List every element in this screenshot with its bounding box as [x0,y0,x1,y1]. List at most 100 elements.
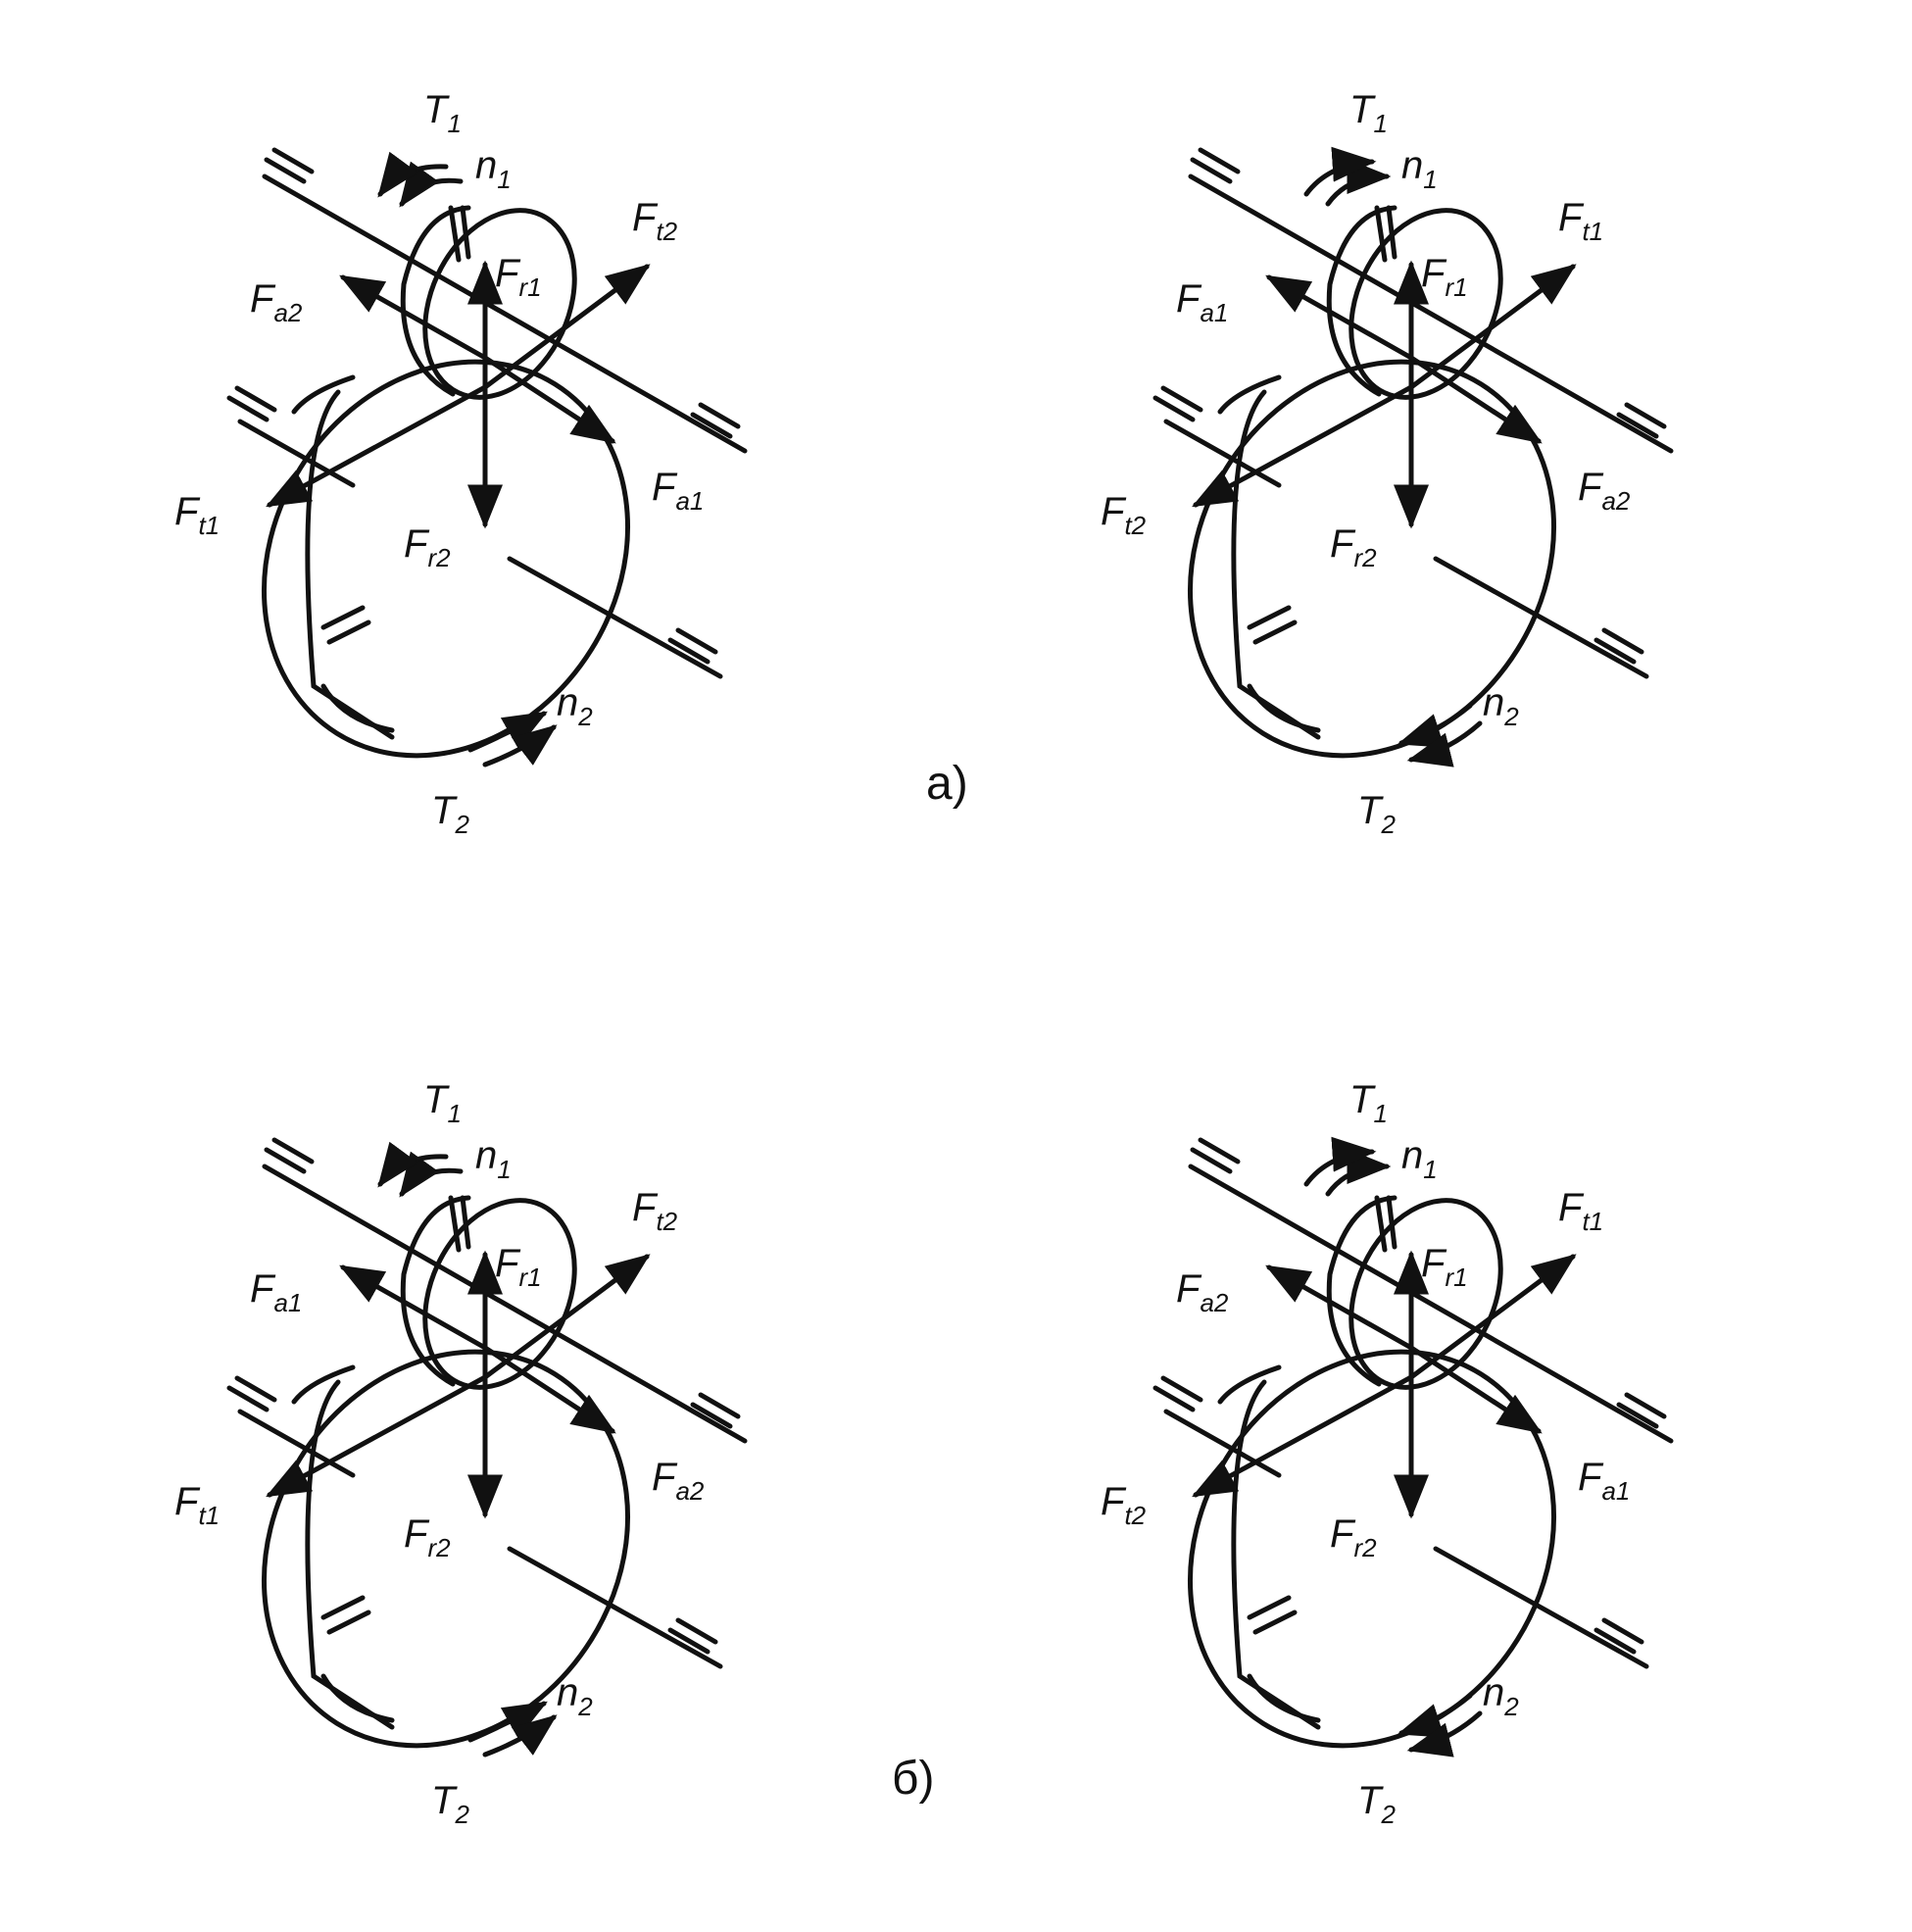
label-fr1: Fr1 [495,1242,542,1292]
pinion-tooth [448,1195,462,1253]
label-fa-left: Fa2 [1176,1267,1229,1317]
bearing-icon [1616,402,1667,439]
rotation-n1-arrow [399,161,464,208]
gear-pinion-1 [400,1195,577,1390]
force-fa-right-arrow [1408,1345,1543,1434]
bearing-icon [1593,1617,1644,1655]
rotation-t1-arrow [377,151,449,198]
pinion-back-edge [400,1195,471,1387]
pinion-tooth [460,205,471,260]
label-fr2: Fr2 [404,1512,451,1562]
label-fa-left: Fa2 [250,277,303,327]
label-ft-down: Ft2 [1101,490,1147,540]
label-n1: n1 [1401,144,1438,194]
rotation-t2-arrow [1406,1710,1483,1758]
rotation-n1-arrow [1325,1149,1392,1197]
gear-shaft-right [1433,1546,1649,1669]
gear-shaft-right [507,1546,723,1669]
label-fa-left: Fa1 [1176,277,1228,327]
label-fr1: Fr1 [495,252,542,302]
pinion-tooth [448,205,462,263]
gear-pinion-1 [1326,1195,1503,1390]
label-ft-up: Ft1 [1558,1186,1603,1236]
pinion-front-face [1348,1198,1503,1390]
label-fr2: Fr2 [1330,522,1377,572]
label-t2: T2 [1357,1779,1396,1829]
label-t1: T1 [423,1078,462,1128]
gear-shaft-left [1163,419,1282,488]
force-ft-down-arrow [1192,1374,1414,1498]
gear-shaft-left [237,419,356,488]
gear-2-front-face [262,359,630,759]
rotation-t2-arrow [1406,720,1483,768]
gear-2-tooth [326,619,371,645]
bearing-icon [1190,147,1241,184]
bearing-icon [667,627,718,665]
pinion-back-edge [1326,1195,1397,1387]
gear-2-tooth [320,605,366,630]
pinion-shaft [1188,1164,1674,1444]
bearing-icon [690,1392,741,1429]
gear-shaft-left [237,1409,356,1478]
label-fa-right: Fa2 [1578,466,1631,516]
force-fa-right-arrow [482,355,616,444]
gear-2-tooth [326,1610,371,1635]
force-ft-down-arrow [266,384,488,508]
pinion-back-edge [1326,205,1397,397]
label-fa-left: Fa1 [250,1267,302,1317]
caption-a: a) [926,758,968,810]
label-t1: T1 [1349,88,1388,138]
gear-2-tooth [1252,619,1298,645]
label-ft-up: Ft2 [632,1186,678,1236]
gear-pinion-1 [400,205,577,400]
rotation-t2-arrow [482,1714,558,1758]
rotation-n1-arrow [1325,159,1392,207]
force-ft-down-arrow [1192,384,1414,508]
bearing-icon [226,385,277,422]
label-n1: n1 [1401,1134,1438,1184]
rotation-n2-arrow [467,1701,548,1743]
force-ft-up-arrow [1408,1254,1577,1380]
pinion-tooth [1374,1195,1388,1253]
force-fa-right-arrow [1408,355,1543,444]
label-fr1: Fr1 [1421,252,1468,302]
label-t1: T1 [1349,1078,1388,1128]
label-n2: n2 [557,1671,593,1721]
bearing-icon [264,1137,315,1174]
bearing-icon [1593,627,1644,665]
pinion-tooth [1386,1195,1397,1250]
label-ft-down: Ft1 [174,1480,220,1530]
label-fa-right: Fa1 [652,466,704,516]
force-fa-left-arrow [1265,274,1414,361]
gear-2-front-face [1188,1349,1556,1749]
pinion-tooth [1374,205,1388,263]
force-fa-right-arrow [482,1345,616,1434]
caption-b: б) [892,1753,934,1805]
label-n2: n2 [1483,681,1519,731]
bearing-icon [1190,1137,1241,1174]
gear-shaft-left [1163,1409,1282,1478]
pinion-tooth [460,1195,471,1250]
gear-2-front-face [262,1349,630,1749]
label-t2: T2 [1357,789,1396,839]
label-ft-down: Ft1 [174,490,220,540]
bearing-icon [264,147,315,184]
rotation-t1-arrow [1303,146,1377,197]
label-n2: n2 [557,681,593,731]
force-ft-down-arrow [266,1374,488,1498]
rotation-n2-arrow [467,711,548,753]
pinion-shaft [262,1164,748,1444]
pinion-tooth [1386,205,1397,260]
bearing-icon [667,1617,718,1655]
pinion-front-face [1348,208,1503,400]
gear-2-front-face [1188,359,1556,759]
pinion-front-face [422,208,577,400]
bearing-icon [1616,1392,1667,1429]
label-t2: T2 [431,789,469,839]
force-ft-up-arrow [482,1254,651,1380]
